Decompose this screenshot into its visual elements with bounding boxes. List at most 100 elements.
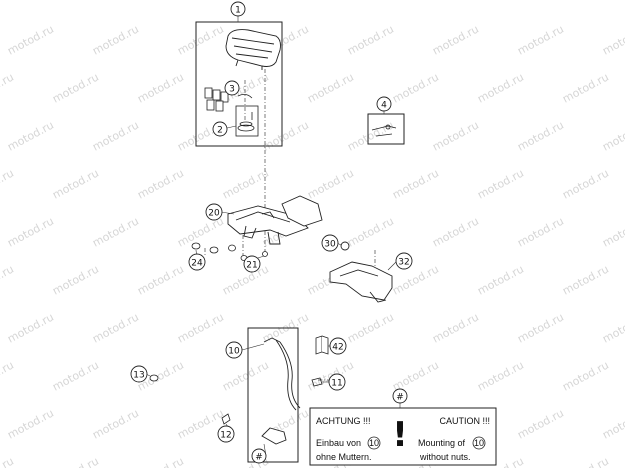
callout-20: 20 — [205, 203, 223, 221]
note-de-line1: Einbau von — [316, 438, 361, 448]
note-de-title: ACHTUNG !!! — [316, 416, 371, 426]
watermark-text: motod.ru — [515, 22, 566, 57]
watermark-text: motod.ru — [390, 262, 441, 297]
callout-hash-group: # — [251, 448, 267, 464]
watermark-text: motod.ru — [175, 214, 226, 249]
watermark-text: motod.ru — [430, 22, 481, 57]
svg-text:#: # — [255, 453, 263, 463]
svg-text:4: 4 — [381, 101, 387, 111]
watermark-text: motod.ru — [220, 358, 271, 393]
watermark-text: motod.ru — [50, 166, 101, 201]
watermark-text: motod.ru — [90, 214, 141, 249]
fasteners-drawing — [191, 242, 268, 261]
cable-part-4-drawing — [371, 124, 397, 137]
watermark-text: motod.ru — [305, 70, 356, 105]
watermark-text: motod.ru — [90, 406, 141, 441]
watermark-text: motod.ru — [5, 118, 56, 153]
warning-exclamation: ! — [392, 415, 408, 455]
watermark-text: motod.ru — [600, 214, 625, 249]
watermark-text: motod.ru — [560, 262, 611, 297]
lower-bracket-drawing — [329, 241, 393, 303]
callout-12: 12 — [217, 425, 235, 443]
callout-1: 1 — [230, 1, 246, 17]
watermark-text: motod.ru — [430, 118, 481, 153]
connector-cluster-drawing — [204, 87, 253, 112]
watermark-text: motod.ru — [5, 310, 56, 345]
watermark-text: motod.ru — [600, 406, 625, 441]
watermark-text: motod.ru — [135, 70, 186, 105]
seal-ring-drawing — [235, 105, 259, 137]
watermark-text: motod.ru — [475, 166, 526, 201]
small-parts-drawing — [149, 374, 231, 425]
watermark-text: motod.ru — [90, 22, 141, 57]
watermark-text: motod.ru — [0, 70, 16, 105]
note-en-line1: Mounting of — [418, 438, 466, 448]
caution-note: ACHTUNG !!! CAUTION !!! ! Einbau von 10 … — [309, 407, 497, 466]
watermark-text: motod.ru — [390, 166, 441, 201]
watermark-text: motod.ru — [305, 166, 356, 201]
watermark-text: motod.ru — [560, 166, 611, 201]
callout-4: 4 — [376, 96, 392, 112]
watermark-text: motod.ru — [175, 22, 226, 57]
watermark-text: motod.ru — [390, 358, 441, 393]
watermark-text: motod.ru — [560, 70, 611, 105]
watermark-text: motod.ru — [50, 262, 101, 297]
watermark-text: motod.ru — [430, 214, 481, 249]
svg-text:13: 13 — [133, 371, 144, 381]
watermark-text: motod.ru — [430, 310, 481, 345]
watermark-text: motod.ru — [260, 118, 311, 153]
watermark-text: motod.ru — [0, 166, 16, 201]
watermark-text: motod.ru — [345, 22, 396, 57]
watermark-text: motod.ru — [5, 406, 56, 441]
watermark-text: motod.ru — [50, 70, 101, 105]
watermark-text: motod.ru — [600, 118, 625, 153]
watermark-text: motod.ru — [220, 166, 271, 201]
watermark-text: motod.ru — [50, 454, 101, 468]
watermark-text: motod.ru — [135, 166, 186, 201]
watermark-text: motod.ru — [90, 310, 141, 345]
callout-42: 42 — [329, 337, 347, 355]
clip-drawing — [311, 377, 323, 387]
watermark-text: motod.ru — [5, 214, 56, 249]
callout-11: 11 — [328, 373, 346, 391]
note-en-line2: without nuts. — [419, 452, 471, 462]
watermark-text: motod.ru — [345, 214, 396, 249]
watermark-text: motod.ru — [515, 406, 566, 441]
watermark-text: motod.ru — [390, 70, 441, 105]
watermark-text: motod.ru — [5, 22, 56, 57]
svg-text:12: 12 — [220, 431, 231, 441]
watermark-text: motod.ru — [175, 310, 226, 345]
svg-text:11: 11 — [331, 379, 342, 389]
group-box-harness — [247, 327, 299, 463]
note-de-ref: 10 — [369, 438, 379, 448]
svg-text:1: 1 — [235, 6, 241, 16]
watermark-text: motod.ru — [90, 118, 141, 153]
grommet-drawing — [315, 335, 329, 355]
note-en-ref: 10 — [474, 438, 484, 448]
callout-10: 10 — [225, 341, 243, 359]
svg-text:2: 2 — [217, 126, 223, 136]
watermark-text: motod.ru — [0, 358, 16, 393]
watermark-text: motod.ru — [0, 262, 16, 297]
cable-harness-drawing — [261, 337, 301, 445]
svg-text:42: 42 — [332, 343, 343, 353]
callout-24: 24 — [188, 253, 206, 271]
watermark-layer: motod.ru motod.ru motod.ru motod.ru motod.ru… — [0, 22, 625, 468]
svg-text:#: # — [396, 393, 404, 403]
svg-text:21: 21 — [246, 261, 257, 271]
callout-2: 2 — [212, 121, 228, 137]
callout-13: 13 — [130, 365, 148, 383]
watermark-text: motod.ru — [560, 358, 611, 393]
watermark-text: motod.ru — [0, 454, 16, 468]
watermark-text: motod.ru — [600, 22, 625, 57]
callout-hash-note: # — [392, 388, 408, 404]
svg-text:30: 30 — [324, 240, 336, 250]
group-box-instrument — [195, 21, 283, 147]
callout-32: 32 — [395, 252, 413, 270]
svg-text:20: 20 — [208, 209, 220, 219]
instrument-cluster-drawing — [225, 29, 281, 70]
watermark-text: motod.ru — [135, 454, 186, 468]
watermark-text: motod.ru — [515, 214, 566, 249]
callout-30: 30 — [321, 234, 339, 252]
watermark-text: motod.ru — [515, 310, 566, 345]
